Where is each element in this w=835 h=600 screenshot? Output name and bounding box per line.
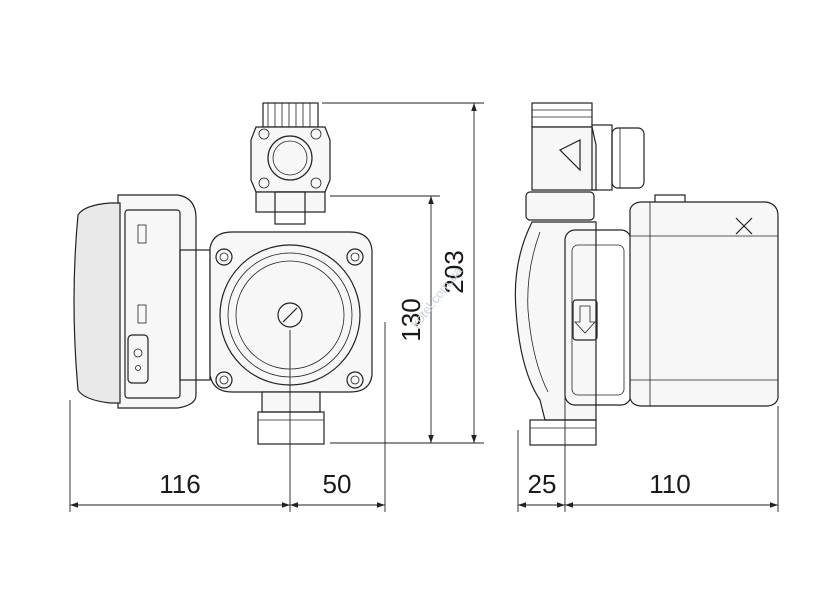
front-view (73, 102, 373, 445)
arrow-down-icon (574, 305, 596, 334)
dim-label-116: 116 (159, 469, 200, 499)
dim-label-25: 25 (528, 469, 557, 499)
dim-label-203: 203 (439, 250, 469, 293)
front-pump-housing (209, 231, 373, 445)
side-pump-housing (514, 221, 632, 446)
extension-lines (69, 102, 779, 512)
dim-label-110: 110 (649, 469, 690, 499)
side-motor-body (629, 194, 779, 407)
dimension-lines (70, 103, 778, 508)
watermark: kotel.com.ua (408, 263, 466, 331)
side-top-connector (525, 102, 645, 221)
dim-label-130: 130 (396, 298, 426, 341)
front-top-connector (250, 102, 331, 225)
front-control-box (73, 194, 211, 409)
x-logo-icon (735, 217, 753, 235)
dim-label-50: 50 (323, 469, 352, 499)
dimension-labels: 116 50 130 203 25 110 (159, 250, 690, 499)
side-view (514, 102, 779, 446)
